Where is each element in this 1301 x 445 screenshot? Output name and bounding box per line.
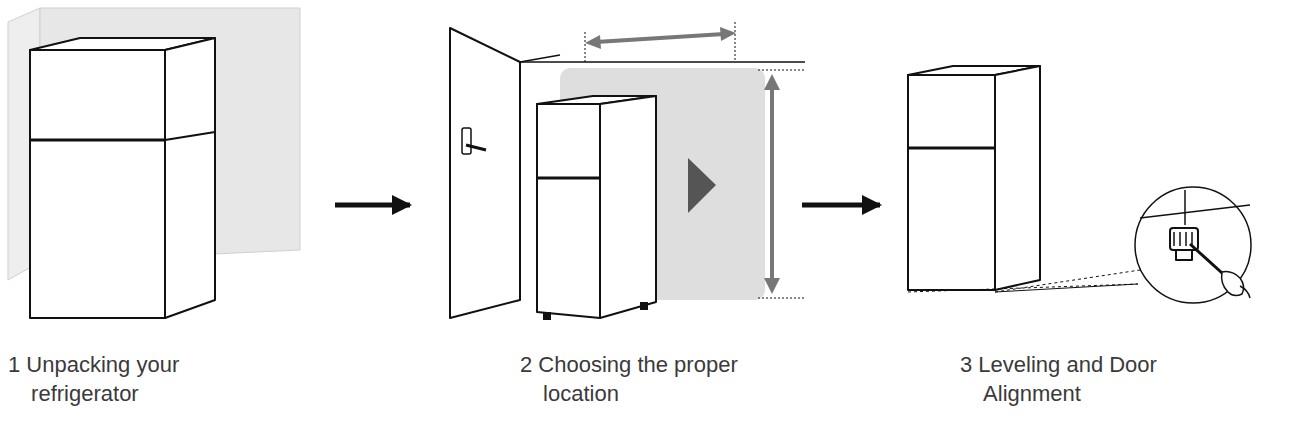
wrench-hand bbox=[1190, 244, 1250, 298]
dimension-tick bbox=[758, 70, 805, 71]
step-caption: 3 Leveling and Door Alignment bbox=[960, 350, 1195, 408]
side-split bbox=[165, 132, 215, 140]
fridge-foot bbox=[543, 312, 551, 320]
step-panel: 1 Unpacking your refrigerator bbox=[0, 0, 335, 430]
dimension-tick bbox=[585, 32, 586, 62]
zoom-circle bbox=[1135, 187, 1251, 303]
step-panel: 3 Leveling and Door Alignment bbox=[880, 0, 1298, 430]
move-arrow bbox=[688, 158, 716, 213]
leveling-leg bbox=[1170, 228, 1198, 260]
dimension-tick bbox=[735, 22, 736, 62]
fridge-side bbox=[165, 38, 215, 318]
step-caption: 2 Choosing the proper location bbox=[520, 350, 775, 408]
flow-arrow bbox=[802, 203, 880, 208]
fridge-front bbox=[30, 50, 165, 318]
floor-line bbox=[995, 284, 1138, 292]
door-split bbox=[537, 177, 600, 180]
door-lock bbox=[462, 128, 471, 154]
step-caption: 1 Unpacking your refrigerator bbox=[8, 350, 213, 408]
level-lines bbox=[908, 270, 1140, 292]
step-panel: 2 Choosing the proper location bbox=[410, 0, 802, 430]
door-handle bbox=[466, 145, 486, 150]
door-split bbox=[908, 147, 995, 150]
dimension-tick bbox=[758, 298, 805, 299]
flow-arrow bbox=[335, 203, 410, 208]
fridge-door bbox=[537, 104, 600, 318]
fridge-side bbox=[995, 66, 1040, 290]
wall-line bbox=[520, 61, 805, 63]
fridge-foot bbox=[640, 302, 648, 310]
room-door bbox=[450, 28, 520, 318]
fridge-front bbox=[908, 75, 995, 290]
wall-line bbox=[520, 55, 560, 62]
door-split bbox=[30, 139, 165, 142]
cabinet-edge bbox=[1140, 205, 1250, 218]
cabinet-edge bbox=[1184, 190, 1186, 225]
fridge-side bbox=[600, 96, 656, 318]
